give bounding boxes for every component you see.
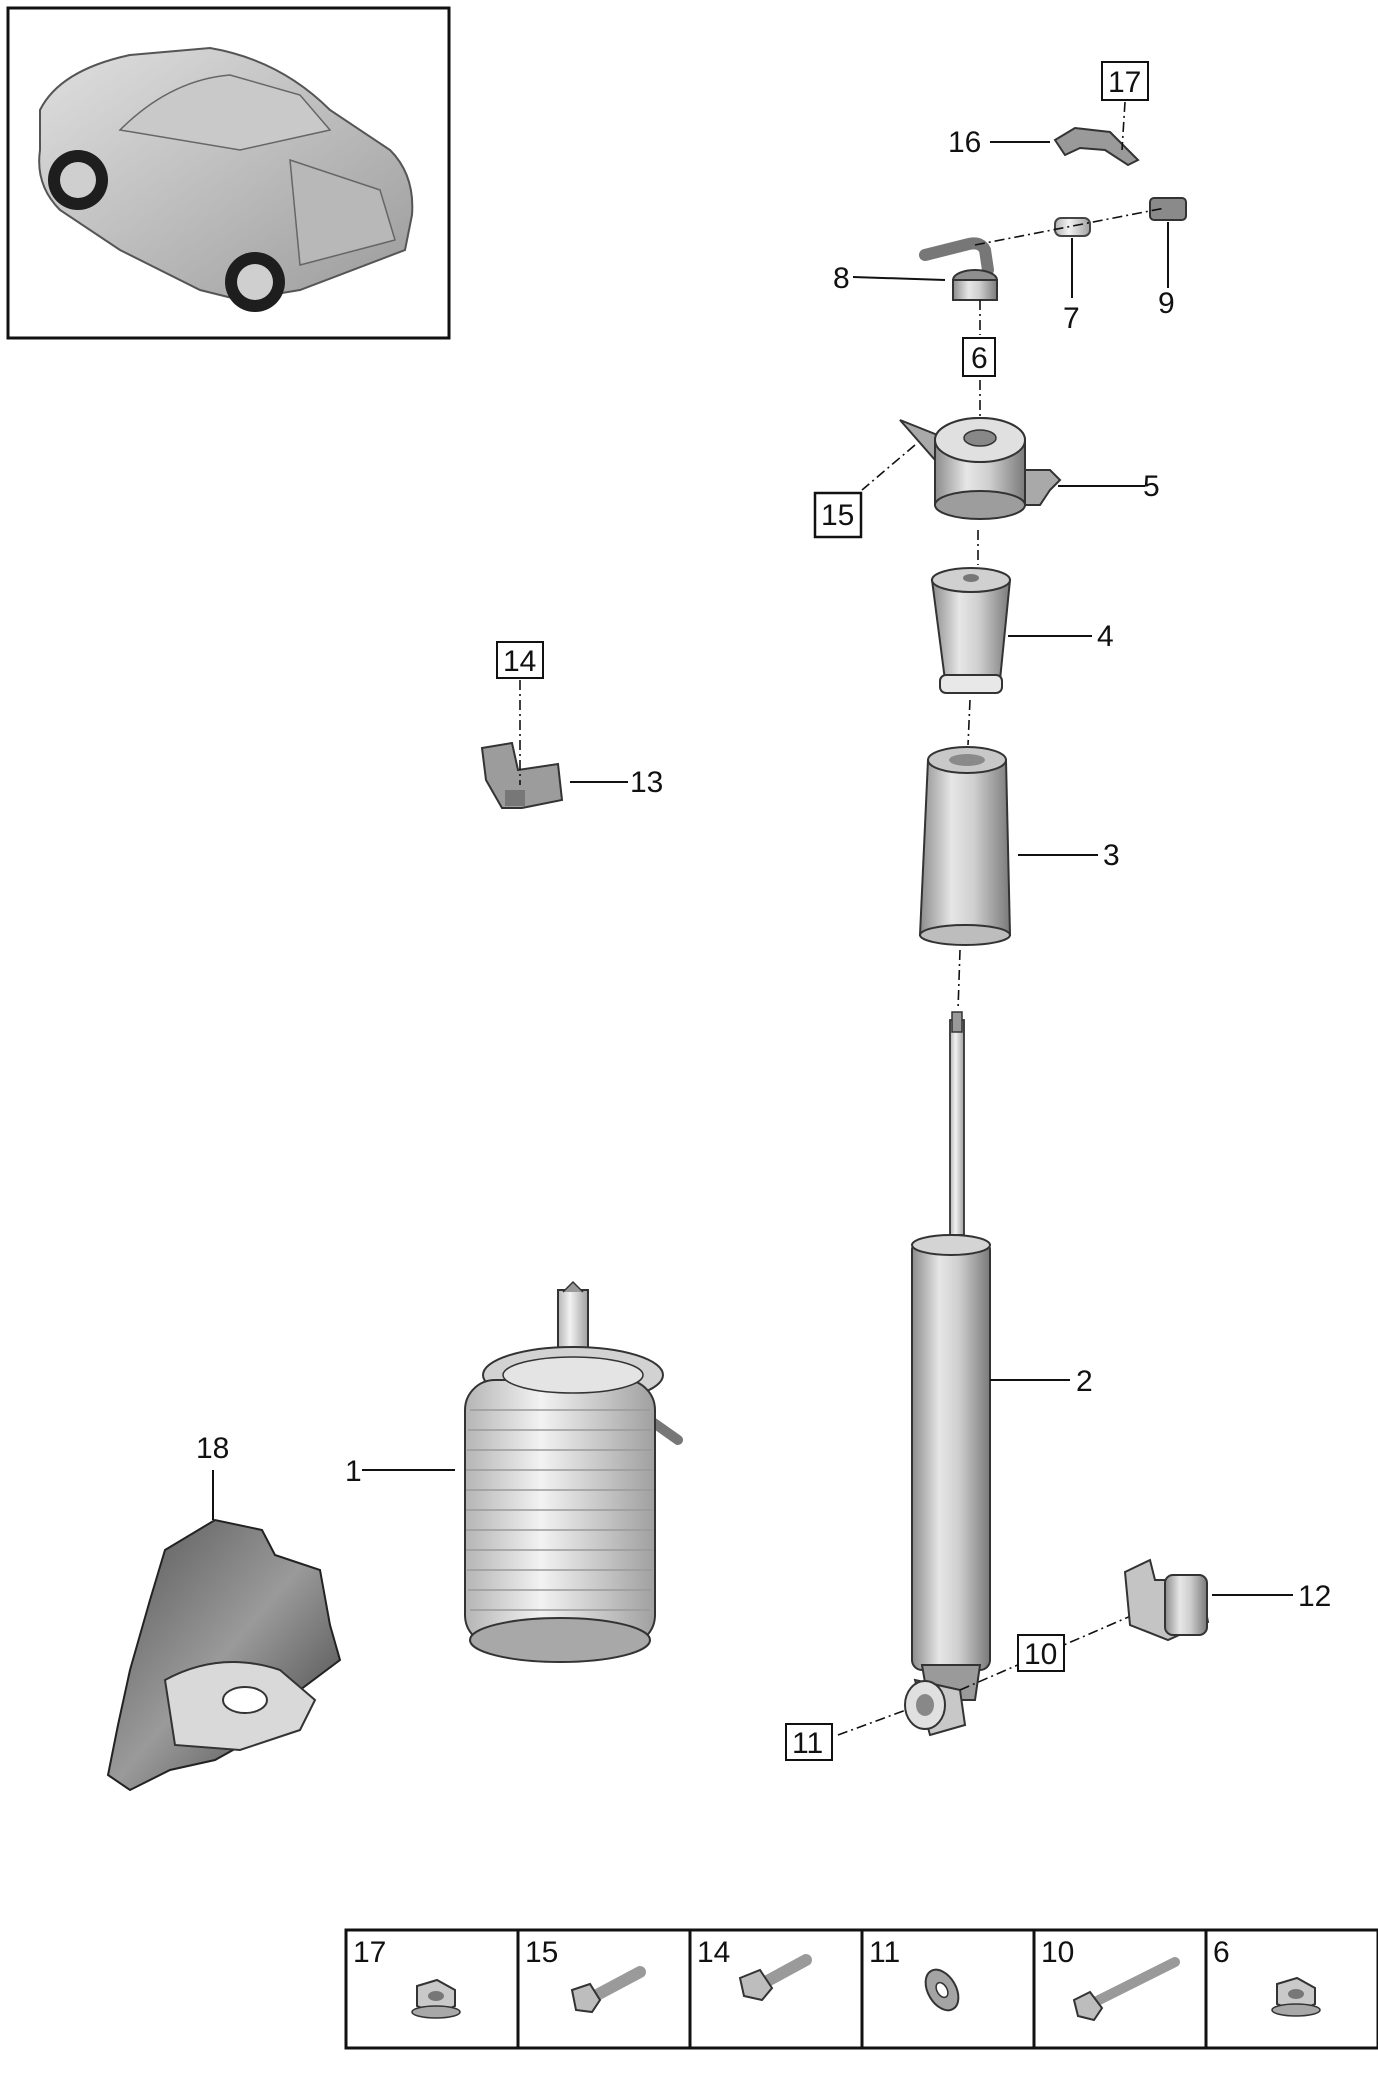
flange-bolt-icon xyxy=(738,1954,812,2002)
svg-text:15: 15 xyxy=(525,1936,558,1969)
washer-icon xyxy=(924,1968,960,2012)
legend-cell-14: 14 xyxy=(688,1928,864,2050)
svg-text:11: 11 xyxy=(869,1936,900,1969)
callout-3: 3 xyxy=(1103,839,1120,872)
bushing-part-12 xyxy=(1123,1558,1210,1642)
air-spring-part-1 xyxy=(464,1280,683,1663)
svg-text:6: 6 xyxy=(971,342,988,375)
callout-13: 13 xyxy=(630,766,663,799)
callout-labels: 16 8 7 9 5 4 3 13 2 1 18 12 xyxy=(196,126,1331,1613)
vehicle-thumbnail xyxy=(6,6,451,340)
top-mount-part-5 xyxy=(899,417,1062,520)
callout-16: 16 xyxy=(948,126,981,159)
legend-cell-10: 10 xyxy=(1032,1928,1208,2050)
callout-12: 12 xyxy=(1298,1580,1331,1613)
boxed-label-15: 15 xyxy=(813,491,863,539)
car-image xyxy=(38,46,414,312)
boxed-label-11: 11 xyxy=(785,1723,833,1761)
boxed-label-14: 14 xyxy=(496,641,544,679)
boxed-label-17: 17 xyxy=(1101,61,1149,101)
callout-5: 5 xyxy=(1143,470,1160,503)
callout-7: 7 xyxy=(1063,302,1080,335)
flange-nut-icon xyxy=(1271,1976,1321,2017)
valve-part-7 xyxy=(1054,217,1091,237)
spring-bracket-part-18 xyxy=(106,1518,342,1792)
flange-nut-icon xyxy=(411,1978,461,2019)
legend-cell-15: 15 xyxy=(516,1928,692,2050)
callout-1: 1 xyxy=(345,1455,362,1488)
callout-4: 4 xyxy=(1097,620,1114,653)
svg-text:14: 14 xyxy=(697,1936,730,1969)
bump-stop-part-4 xyxy=(930,567,1012,694)
callout-2: 2 xyxy=(1076,1365,1093,1398)
svg-text:15: 15 xyxy=(821,499,854,532)
legend-cell-11: 11 xyxy=(860,1928,1036,2050)
air-line-connector xyxy=(919,237,998,301)
boxed-labels: 17 6 15 14 10 11 xyxy=(496,61,1149,1761)
svg-text:6: 6 xyxy=(1213,1936,1230,1969)
boxed-label-10: 10 xyxy=(1017,1634,1065,1672)
hardware-legend: 17 15 14 11 xyxy=(344,1928,1378,2050)
legend-cell-17: 17 xyxy=(344,1928,520,2050)
protective-tube-part-3 xyxy=(918,746,1012,946)
boxed-label-6: 6 xyxy=(962,337,996,377)
callout-9: 9 xyxy=(1158,287,1175,320)
sensor-bracket xyxy=(1053,126,1140,167)
svg-text:17: 17 xyxy=(353,1936,386,1969)
svg-text:10: 10 xyxy=(1024,1638,1057,1671)
sensor-part-9 xyxy=(1149,197,1187,221)
short-bolt-icon xyxy=(570,1966,646,2014)
svg-text:10: 10 xyxy=(1041,1936,1074,1969)
legend-cell-6: 6 xyxy=(1204,1928,1378,2050)
svg-text:14: 14 xyxy=(503,645,536,678)
svg-text:17: 17 xyxy=(1108,66,1141,99)
lower-bushing-eye xyxy=(904,1678,967,1737)
callout-18: 18 xyxy=(196,1432,229,1465)
svg-text:11: 11 xyxy=(792,1727,823,1760)
sensor-bracket-part-13 xyxy=(480,741,564,809)
long-bolt-icon xyxy=(1072,1957,1180,2022)
callout-8: 8 xyxy=(833,262,850,295)
shock-absorber-part-2 xyxy=(904,1011,991,1737)
